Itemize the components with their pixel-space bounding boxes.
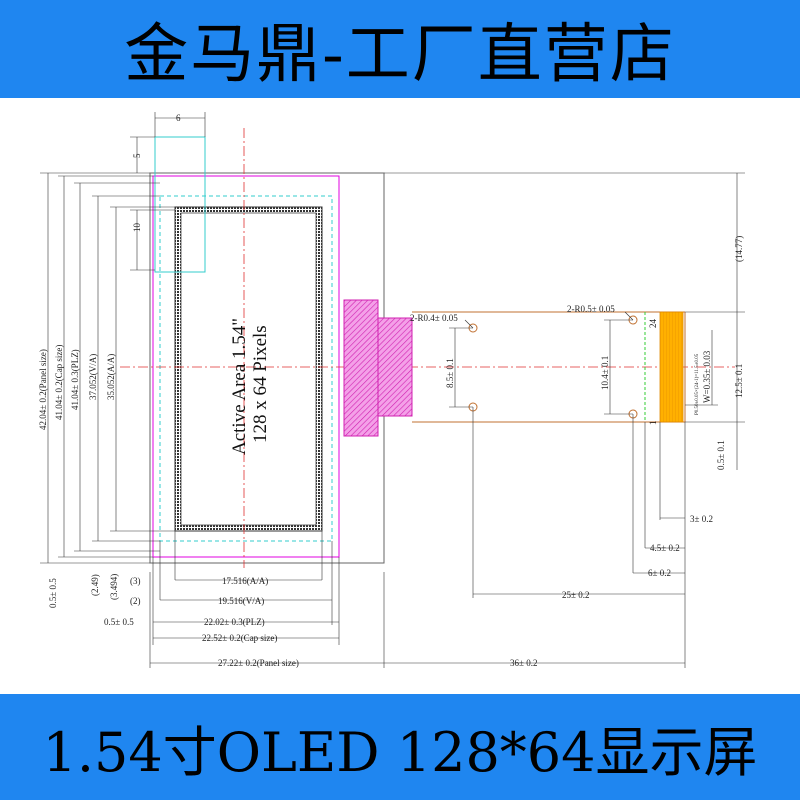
dim-fpc-length: 36± 0.2 <box>510 658 537 668</box>
dim-cap-height: 41.04± 0.2(Cap size) <box>54 345 64 420</box>
dim-r04: 2-R0.4± 0.05 <box>410 313 458 323</box>
dim-3: (3) <box>130 576 141 586</box>
fpc-bend-hatch <box>343 299 379 437</box>
va-outline <box>159 195 333 542</box>
dim-va-height: 37.052(V/A) <box>88 354 98 400</box>
dim-6r: 6± 0.2 <box>648 568 671 578</box>
active-area-inner <box>180 212 317 526</box>
corner-detail-box <box>154 136 206 273</box>
dim-left-05: 0.5± 0.5 <box>48 578 58 608</box>
dim-bottom-05: 0.5± 0.5 <box>104 617 134 627</box>
dim-85: 8.5± 0.1 <box>445 358 455 388</box>
dim-aa-width: 17.516(A/A) <box>222 576 268 586</box>
header-banner: 金马鼎-工厂直营店 <box>0 0 800 98</box>
dim-plz-width: 22.02± 0.3(PLZ) <box>204 617 265 627</box>
dim-3494: (3.494) <box>109 574 119 600</box>
pixels-label: 128 x 64 Pixels <box>250 325 271 443</box>
dim-05-right: 0.5± 0.1 <box>716 440 726 470</box>
dim-5: 5 <box>132 153 142 158</box>
fpc-bend-hatch-inner <box>377 317 413 417</box>
dim-w035: W=0.35± 0.03 <box>702 350 712 403</box>
pin-24-label: 24 <box>648 319 658 329</box>
dim-249: (2.49) <box>90 574 100 596</box>
dim-va-width: 19.516(V/A) <box>218 596 264 606</box>
footer-caption: 1.54寸OLED 128*64显示屏 <box>42 720 758 784</box>
dim-10: 10 <box>132 223 142 233</box>
cap-outline <box>152 175 340 558</box>
dim-panel-height: 42.04± 0.2(Panel size) <box>38 349 48 430</box>
dim-1477: (14.77) <box>734 236 744 262</box>
active-area-label: Active Area 1.54" <box>229 318 250 455</box>
footer-banner: 1.54寸OLED 128*64显示屏 <box>0 694 800 800</box>
dim-aa-height: 35.052(A/A) <box>106 354 116 400</box>
dim-25: 25± 0.2 <box>562 590 589 600</box>
fpc-contacts <box>659 311 684 423</box>
dim-panel-width: 27.22± 0.2(Panel size) <box>218 658 299 668</box>
dim-6: 6 <box>176 113 181 123</box>
dim-125: 12.5± 0.1 <box>734 364 744 398</box>
oled-mechanical-drawing: Active Area 1.54" 128 x 64 Pixels <box>38 112 745 668</box>
dim-cap-width: 22.52± 0.2(Cap size) <box>202 633 277 643</box>
pin-1-label: 1 <box>648 421 658 426</box>
dim-104: 10.4± 0.1 <box>600 356 610 390</box>
dim-45: 4.5± 0.2 <box>650 543 680 553</box>
dim-pitch: P0.50±0.05×(24-1)=11.5±0.05 <box>695 353 700 415</box>
dim-2: (2) <box>130 596 141 606</box>
dim-r05: 2-R0.5± 0.05 <box>567 304 615 314</box>
dim-plz-height: 41.04± 0.3(PLZ) <box>70 349 80 410</box>
dim-3r: 3± 0.2 <box>690 514 713 524</box>
header-title: 金马鼎-工厂直营店 <box>124 18 676 92</box>
